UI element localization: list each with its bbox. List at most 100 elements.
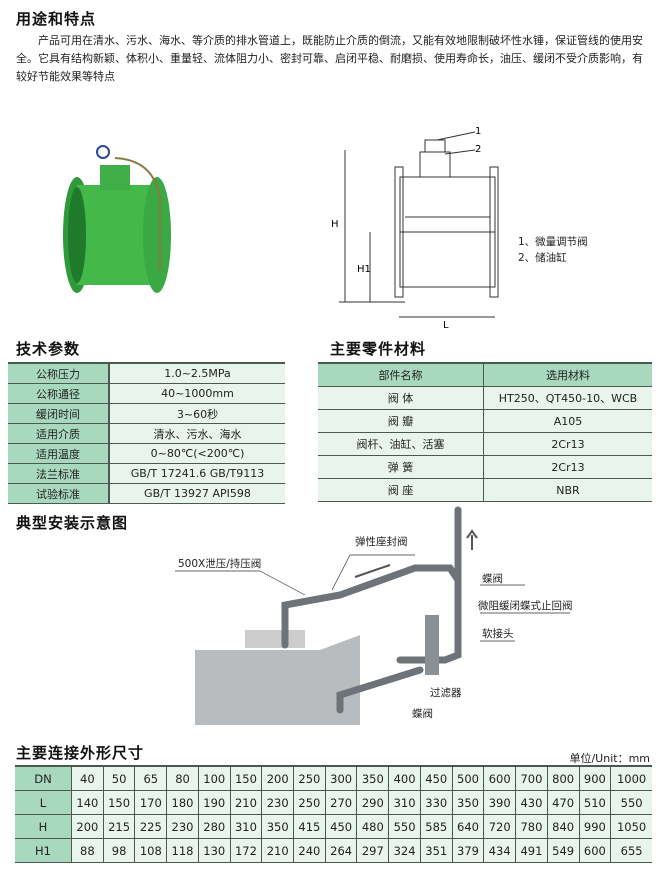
cell-value: 720: [483, 814, 517, 839]
cell-value: 1000: [610, 766, 652, 791]
cell-value: 65: [134, 766, 168, 791]
table-row: 适用介质清水、污水、海水: [8, 423, 285, 444]
row-label: 阀 座: [318, 478, 484, 502]
cell-value: 270: [325, 790, 358, 815]
cell-value: 210: [230, 790, 263, 815]
intro-paragraph: 产品可用在清水、污水、海水、等介质的排水管道上，既能防止介质的倒流，又能有效地限…: [16, 34, 643, 83]
cell-value: 330: [420, 790, 453, 815]
cell-value: 230: [166, 814, 199, 839]
label-butterfly-valve-bottom: 蝶阀: [412, 707, 433, 720]
label-butterfly-valve-top: 蝶阀: [482, 572, 503, 585]
cell-value: 600: [483, 766, 517, 791]
cell-value: 640: [452, 814, 485, 839]
cell-value: 350: [356, 766, 390, 791]
cell-value: 350: [452, 790, 485, 815]
row-label: 弹 簧: [318, 455, 484, 479]
cell-value: 250: [293, 766, 326, 791]
cell-value: 1.0~2.5MPa: [109, 363, 285, 384]
row-label: DN: [15, 766, 72, 791]
cell-value: 140: [71, 790, 104, 815]
cell-value: 210: [261, 838, 295, 863]
cell-value: 491: [515, 838, 548, 863]
label-flex-joint: 软接头: [482, 627, 514, 640]
legend-1: 1、微量调节阀: [518, 236, 588, 248]
cell-value: 350: [261, 814, 295, 839]
row-label: 阀杆、油缸、活塞: [318, 432, 484, 456]
cell-value: 450: [420, 766, 453, 791]
cell-value: A105: [483, 409, 652, 433]
row-label: H: [15, 814, 72, 839]
cell-value: 100: [198, 766, 231, 791]
cell-value: 510: [579, 790, 612, 815]
valve-section-drawing: H H1 L 1 2: [331, 126, 499, 331]
label-check-valve: 微阻缓闭蝶式止回阀: [478, 599, 573, 612]
row-label: 阀 体: [318, 386, 484, 410]
header-material: 选用材料: [483, 363, 652, 387]
cell-value: 655: [610, 838, 652, 863]
cell-value: 150: [230, 766, 263, 791]
cell-value: 118: [166, 838, 199, 863]
cell-value: 297: [356, 838, 390, 863]
cell-value: 324: [388, 838, 421, 863]
cell-value: 108: [134, 838, 168, 863]
cell-value: 390: [483, 790, 517, 815]
cell-value: 280: [198, 814, 231, 839]
cell-value: 990: [579, 814, 612, 839]
row-label: H1: [15, 838, 72, 863]
dim-h: H: [331, 219, 339, 230]
dim-h1: H1: [357, 264, 371, 275]
cell-value: 310: [230, 814, 263, 839]
cell-value: 2Cr13: [483, 432, 652, 456]
cell-value: 840: [547, 814, 580, 839]
row-label: 公称压力: [8, 363, 110, 384]
cell-value: 379: [452, 838, 485, 863]
cell-value: GB/T 17241.6 GB/T9113: [109, 463, 285, 484]
row-label: 阀 瓣: [318, 409, 484, 433]
cell-value: 40: [71, 766, 104, 791]
cell-value: 900: [579, 766, 612, 791]
cell-value: 180: [166, 790, 199, 815]
cell-value: 200: [261, 766, 295, 791]
cell-value: 88: [71, 838, 104, 863]
cell-value: 434: [483, 838, 517, 863]
cell-value: 549: [547, 838, 580, 863]
cell-value: 3~60秒: [109, 403, 285, 424]
cell-value: 800: [547, 766, 580, 791]
cell-value: 50: [103, 766, 136, 791]
callout-2: 2: [475, 144, 481, 155]
cell-value: 80: [166, 766, 199, 791]
cell-value: 780: [515, 814, 548, 839]
cell-value: 500: [452, 766, 485, 791]
cell-value: 240: [293, 838, 326, 863]
row-label: 公称通径: [8, 383, 110, 404]
cell-value: 600: [579, 838, 612, 863]
cell-value: 351: [420, 838, 453, 863]
cell-value: 470: [547, 790, 580, 815]
cell-value: 585: [420, 814, 453, 839]
cell-value: 300: [325, 766, 358, 791]
cell-value: 290: [356, 790, 390, 815]
dims-title: 主要连接外形尺寸: [16, 744, 145, 762]
cell-value: 170: [134, 790, 168, 815]
label-filter: 过滤器: [430, 686, 462, 699]
cell-value: 480: [356, 814, 390, 839]
cell-value: 150: [103, 790, 136, 815]
row-label: 适用温度: [8, 443, 110, 464]
tech-title: 技术参数: [16, 340, 81, 358]
install-title: 典型安装示意图: [16, 514, 129, 532]
cell-value: NBR: [483, 478, 652, 502]
